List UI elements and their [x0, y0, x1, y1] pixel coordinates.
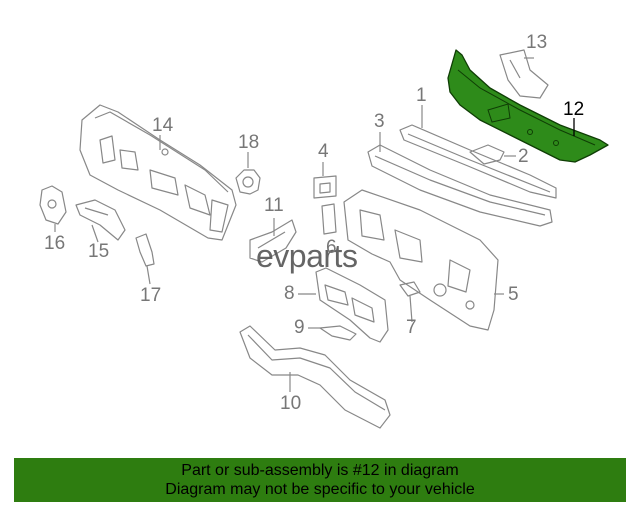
part-13-shape	[499, 49, 549, 99]
callout-6[interactable]: 6	[326, 237, 337, 258]
part-14-shape	[79, 104, 237, 241]
info-banner: Part or sub-assembly is #12 in diagram D…	[14, 458, 626, 502]
part-5-shape	[343, 189, 499, 331]
callout-13[interactable]: 13	[526, 32, 548, 53]
parts-diagram	[39, 49, 609, 429]
callout-4[interactable]: 4	[318, 141, 329, 162]
part-4-shape	[313, 175, 337, 199]
callout-9[interactable]: 9	[294, 317, 305, 338]
part-16-shape	[39, 185, 67, 225]
callout-3[interactable]: 3	[374, 111, 385, 132]
watermark-logo: evparts	[256, 238, 358, 274]
part-7-shape	[399, 281, 421, 297]
part-9-shape	[319, 325, 357, 341]
part-1-shape	[399, 124, 557, 199]
callout-17[interactable]: 17	[140, 285, 162, 306]
callout-8[interactable]: 8	[284, 283, 295, 304]
part-18-shape	[235, 169, 261, 195]
banner-line-2: Diagram may not be specific to your vehi…	[165, 481, 475, 498]
callout-10[interactable]: 10	[280, 393, 302, 414]
part-17-shape	[135, 233, 155, 267]
banner-line-1: Part or sub-assembly is #12 in diagram	[181, 462, 459, 479]
part-15-shape	[75, 199, 126, 241]
callout-11[interactable]: 11	[264, 195, 284, 216]
callout-7[interactable]: 7	[406, 317, 417, 338]
part-10-shape	[239, 325, 391, 429]
part-2-shape	[469, 144, 505, 165]
callout-2[interactable]: 2	[518, 146, 529, 167]
callout-5[interactable]: 5	[508, 284, 519, 305]
part-12-shape	[447, 49, 609, 163]
callout-12[interactable]: 12	[563, 99, 585, 120]
part-6-shape	[321, 203, 337, 235]
part-11-shape	[249, 219, 297, 263]
callout-15[interactable]: 15	[88, 241, 110, 262]
callout-1[interactable]: 1	[416, 85, 427, 106]
callout-18[interactable]: 18	[238, 132, 260, 153]
callout-16[interactable]: 16	[44, 233, 66, 254]
callout-14[interactable]: 14	[152, 115, 174, 136]
part-3-shape	[367, 144, 553, 227]
part-8-shape	[315, 267, 389, 343]
